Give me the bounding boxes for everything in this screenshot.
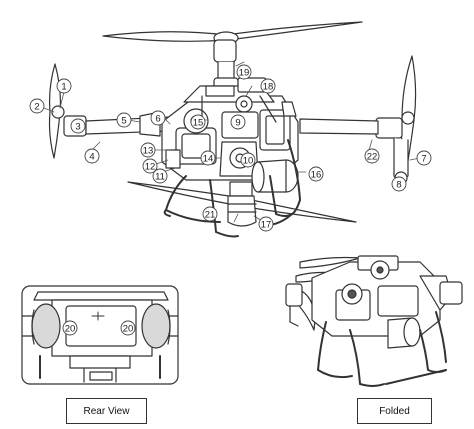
callout-number: 11 bbox=[155, 171, 165, 182]
callout-circle bbox=[202, 206, 218, 222]
callout-circle bbox=[190, 114, 206, 130]
callout-circle bbox=[236, 64, 252, 80]
callout-number: 17 bbox=[261, 219, 272, 230]
callout-number: 6 bbox=[155, 113, 160, 124]
callout-number: 4 bbox=[89, 151, 94, 162]
callout-15: 15 bbox=[190, 114, 206, 130]
landing-gear bbox=[163, 139, 301, 238]
callout-circle bbox=[56, 78, 72, 94]
callout-1: 1 bbox=[56, 78, 72, 94]
callout-6: 6 bbox=[150, 110, 166, 126]
callout-number: 8 bbox=[396, 179, 401, 190]
callout-number: 15 bbox=[193, 117, 204, 128]
callout-10: 10 bbox=[240, 152, 256, 168]
propeller-top bbox=[102, 21, 363, 42]
callout-circle bbox=[260, 78, 276, 94]
tank bbox=[251, 159, 299, 193]
callout-number: 20 bbox=[123, 323, 134, 334]
callout-circle bbox=[70, 118, 86, 134]
callout-circle bbox=[116, 112, 132, 128]
callout-circle bbox=[84, 148, 100, 164]
callout-circle bbox=[308, 166, 324, 182]
callout-circle bbox=[240, 152, 256, 168]
callout-5: 5 bbox=[116, 112, 132, 128]
callout-8: 8 bbox=[391, 176, 407, 192]
callout-circle bbox=[152, 168, 168, 184]
rear-callout-20-1: 20 bbox=[62, 320, 78, 336]
callout-number: 16 bbox=[311, 169, 322, 180]
callout-circle bbox=[62, 320, 78, 336]
callout-circle bbox=[416, 150, 432, 166]
callout-circle bbox=[120, 320, 136, 336]
rear-view-drawing bbox=[21, 285, 179, 385]
callout-9: 9 bbox=[230, 114, 246, 130]
callout-circle bbox=[391, 176, 407, 192]
arm-right bbox=[299, 118, 379, 135]
callout-19: 19 bbox=[236, 64, 252, 80]
callout-circle bbox=[150, 110, 166, 126]
callout-number: 22 bbox=[367, 151, 378, 162]
callout-12: 12 bbox=[142, 158, 158, 174]
callout-number: 19 bbox=[239, 67, 250, 78]
callout-13: 13 bbox=[140, 142, 156, 158]
callout-7: 7 bbox=[416, 150, 432, 166]
rear-view-label: Rear View bbox=[66, 398, 147, 424]
callout-circle bbox=[29, 98, 45, 114]
callout-2: 2 bbox=[29, 98, 45, 114]
callout-number: 1 bbox=[61, 81, 66, 92]
pump bbox=[227, 181, 257, 227]
callout-circle bbox=[258, 216, 274, 232]
callout-circle bbox=[142, 158, 158, 174]
callout-16: 16 bbox=[308, 166, 324, 182]
folded-label: Folded bbox=[357, 398, 432, 424]
main-drone-drawing bbox=[43, 21, 421, 238]
callout-circle bbox=[200, 150, 216, 166]
callout-number: 9 bbox=[235, 117, 240, 128]
callout-3: 3 bbox=[70, 118, 86, 134]
callout-14: 14 bbox=[200, 150, 216, 166]
callout-22: 22 bbox=[364, 148, 380, 164]
callout-11: 11 bbox=[152, 168, 168, 184]
callout-4: 4 bbox=[84, 148, 100, 164]
callout-number: 3 bbox=[75, 121, 80, 132]
callout-number: 21 bbox=[205, 209, 216, 220]
callout-number: 12 bbox=[145, 161, 156, 172]
callout-circle bbox=[230, 114, 246, 130]
rear-callout-20-2: 20 bbox=[120, 320, 136, 336]
callout-number: 2 bbox=[34, 101, 39, 112]
callout-number: 13 bbox=[143, 145, 154, 156]
callout-number: 7 bbox=[421, 153, 426, 164]
callout-number: 20 bbox=[65, 323, 76, 334]
callout-17: 17 bbox=[258, 216, 274, 232]
callout-circle bbox=[140, 142, 156, 158]
callout-circle bbox=[364, 148, 380, 164]
callout-number: 10 bbox=[243, 155, 254, 166]
callout-18: 18 bbox=[260, 78, 276, 94]
callout-number: 5 bbox=[121, 115, 126, 126]
callout-21: 21 bbox=[202, 206, 218, 222]
callout-number: 18 bbox=[263, 81, 274, 92]
callout-number: 14 bbox=[203, 153, 214, 164]
folded-drone-drawing bbox=[285, 255, 463, 387]
